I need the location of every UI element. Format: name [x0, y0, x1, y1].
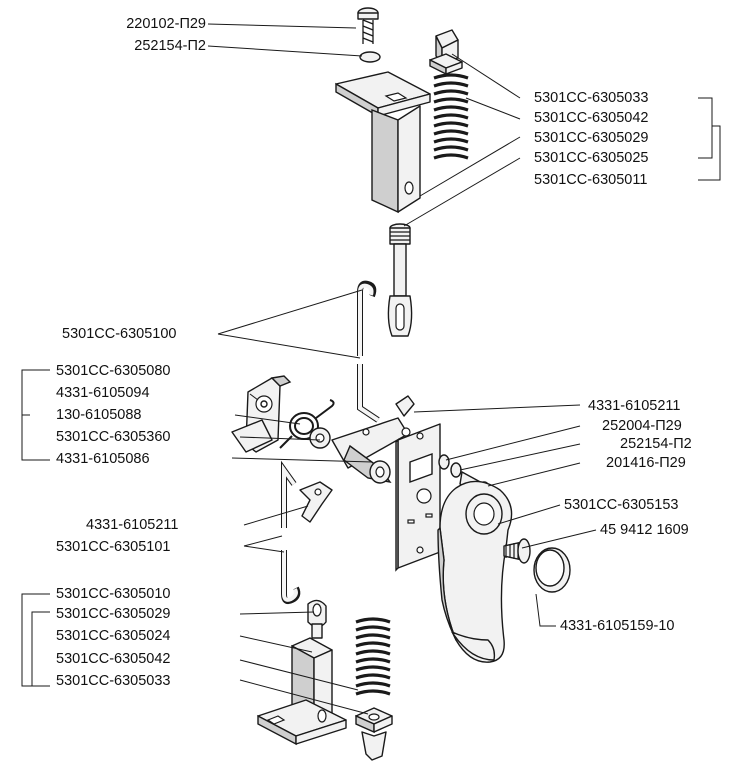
washer-252154 [450, 462, 462, 478]
label-mid-right-2: 252004-П29 [602, 418, 682, 434]
top-bracket [335, 71, 431, 214]
upper-rod [357, 280, 380, 423]
label-mid-right-4: 201416-П29 [606, 455, 686, 471]
label-mid-right-3: 252154-П2 [620, 436, 692, 452]
label-handle-screw: 45 9412 1609 [600, 522, 689, 538]
top-slider-pin [429, 29, 463, 76]
latch-bracket [231, 375, 292, 453]
torsion-spring [279, 399, 335, 449]
label-lower-rod: 5301CC-6305101 [56, 539, 171, 555]
top-washer [359, 51, 381, 63]
handle-cap [533, 547, 571, 593]
label-mid-left-4: 5301CC-6305360 [56, 429, 171, 445]
label-mid-left-2: 4331-6105094 [56, 385, 150, 401]
label-handle-cap: 4331-6105159-10 [560, 618, 675, 634]
label-top-right-4: 5301CC-6305025 [534, 150, 649, 166]
washer-252004 [438, 454, 450, 470]
label-top-washer: 252154-П2 [134, 38, 206, 54]
bottom-slider-pin [355, 707, 393, 761]
leader-lines [21, 23, 721, 715]
label-mid-left-3: 130-6105088 [56, 407, 142, 423]
label-lower-lever: 4331-6105211 [86, 517, 179, 533]
label-mid-right-1: 4331-6105211 [588, 398, 681, 414]
latch-lever [331, 395, 415, 484]
label-mid-left-1: 5301CC-6305080 [56, 363, 171, 379]
label-upper-rod: 5301CC-6305100 [62, 326, 177, 342]
label-top-right-2: 5301CC-6305042 [534, 110, 649, 126]
lower-rod [281, 460, 301, 605]
bottom-eye [307, 599, 327, 639]
label-handle: 5301CC-6305153 [564, 497, 679, 513]
label-bottom-3: 5301CC-6305024 [56, 628, 171, 644]
label-top-right-3: 5301CC-6305029 [534, 130, 649, 146]
label-top-right-5: 5301CC-6305011 [534, 172, 648, 188]
door-handle [437, 480, 513, 663]
label-bottom-4: 5301CC-6305042 [56, 651, 171, 667]
label-mid-left-5: 4331-6105086 [56, 451, 150, 467]
handle-screw [503, 538, 531, 564]
label-top-right-1: 5301CC-6305033 [534, 90, 649, 106]
label-bottom-1: 5301CC-6305010 [56, 586, 171, 602]
bottom-spring [355, 617, 391, 696]
top-eye-rod [387, 223, 413, 337]
top-spring [433, 73, 469, 160]
lower-lever [299, 481, 333, 523]
mounting-plate [395, 423, 441, 572]
bottom-housing [257, 637, 347, 746]
label-top-screw: 220102-П29 [126, 16, 206, 32]
latch-bushing [309, 427, 331, 449]
label-bottom-5: 5301CC-6305033 [56, 673, 171, 689]
label-bottom-2: 5301CC-6305029 [56, 606, 171, 622]
top-screw [357, 7, 379, 44]
